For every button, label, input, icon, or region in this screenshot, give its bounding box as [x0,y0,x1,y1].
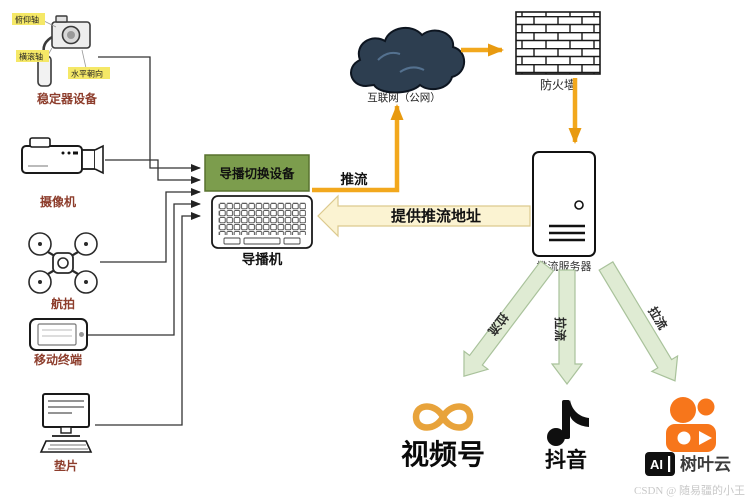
wechat-channels-icon [412,403,474,431]
drone-icon [28,232,98,294]
provide-url-label: 提供推流地址 [391,207,481,225]
mat-caption: 垫片 [54,458,78,473]
device-connectors [88,56,201,426]
csdn-watermark: CSDN @ 随易疆的小王 [634,483,745,497]
mobile-caption: 移动终端 [34,352,82,367]
stabilizer-caption: 稳定器设备 [37,91,98,106]
server-tower [532,151,596,257]
watermark-ai-box [645,452,675,476]
pull-arrow-right [598,261,679,382]
connector-camera [105,159,201,184]
firewall-wall [515,11,601,75]
pull-label-mid: 拉流 [553,317,568,341]
connector-stabilizer [98,56,201,172]
platform-wechat-channels: 视频号 [401,403,485,471]
douyin-icon [547,400,589,446]
axis-chip-pitch [12,13,45,25]
server-led [574,200,584,210]
console-caption: 导播机 [242,251,283,267]
kuaishou-icon [666,397,716,452]
push-flow-line [312,104,404,193]
axis-chip-roll [16,50,49,62]
platform-douyin: 抖音 [545,400,589,472]
axis-label-pitch: 俯仰轴 [15,15,39,25]
flow-lines [312,43,582,193]
push-server: 推流服务器 [532,151,596,273]
axis-label-roll: 横滚轴 [19,52,43,62]
stabilizer-device: 俯仰轴 横滚轴 水平朝向 稳定器设备 [12,13,110,106]
mobile-icon [29,318,88,351]
watermark-brand-text: 树叶云 [680,455,731,474]
drone-caption: 航拍 [51,296,75,311]
push-flow-label: 推流 [341,171,368,187]
connector-mobile [88,200,201,336]
wechat-channels-label: 视频号 [401,439,485,471]
stabilizer-icon [37,15,91,87]
axis-chip-yaw [68,67,110,79]
watermark-divider [668,456,671,472]
stabilizer-axis-chips: 俯仰轴 横滚轴 水平朝向 [12,13,110,79]
pull-arrow-mid [550,269,584,385]
pull-arrow-left [463,260,555,378]
watermark-logo: AI 树叶云 [645,452,731,476]
desktop-icon [39,393,93,453]
mobile-device: 移动终端 [29,318,88,367]
provide-url-arrow: 提供推流地址 [317,194,531,238]
cloud-shape [350,26,466,94]
console-keyboard-icon [211,195,313,249]
internet-cloud: 互联网（公网） [350,26,466,104]
internet-caption: 互联网（公网） [367,92,441,104]
cloud-highlight [377,51,425,73]
video-camera-icon [21,137,104,175]
switcher-box-label: 导播切换设备 [219,166,295,181]
connector-drone [100,188,201,263]
watermark-ai-text: AI [650,457,663,472]
axis-label-yaw: 水平朝向 [71,69,103,79]
switcher: 导播切换设备 导播机 [204,154,313,267]
drone-device: 航拍 [28,232,98,311]
firewall-caption: 防火墙 [540,77,576,92]
connector-mat [95,212,201,426]
firewall: 防火墙 [515,11,601,92]
provide-url-arrow-shape [317,194,531,238]
server-vents [549,224,585,242]
platform-kuaishou [666,397,716,452]
douyin-label: 抖音 [545,448,587,472]
camera-caption: 摄像机 [40,194,76,209]
switcher-box [204,154,310,192]
video-camera-device: 摄像机 [21,137,104,209]
mat-device: 垫片 [39,393,93,473]
